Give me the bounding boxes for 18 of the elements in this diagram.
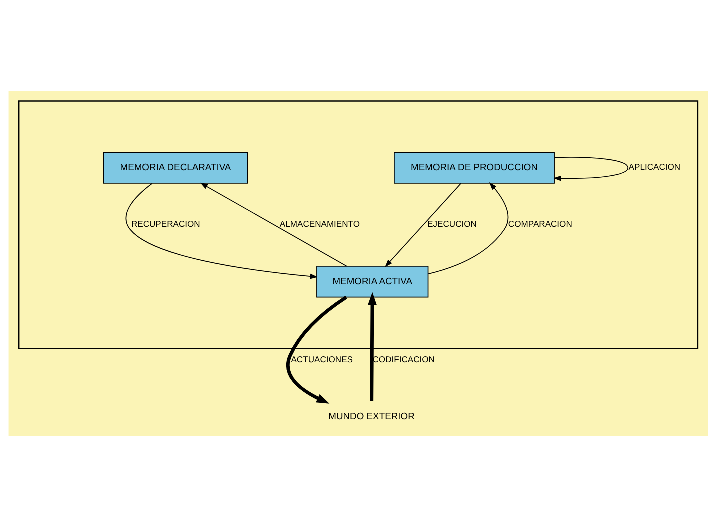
- arrow: [286, 296, 348, 404]
- cluster: [18, 100, 699, 350]
- edge-label: APLICACION: [628, 162, 681, 172]
- node-box: MEMORIA ACTIVA: [316, 266, 429, 298]
- arrow: [553, 157, 629, 182]
- node-box: MEMORIA DECLARATIVA: [103, 152, 248, 184]
- edge-label: EJECUCION: [428, 219, 477, 230]
- arrow: [368, 292, 377, 402]
- arrow: [385, 183, 462, 268]
- arrow: [428, 182, 509, 274]
- node-box: MEMORIA DE PRODUCCION: [394, 152, 555, 184]
- edge-label: ACTUACIONES: [291, 354, 353, 364]
- edge-label: ALMACENAMIENTO: [280, 219, 360, 230]
- node-text: MUNDO EXTERIOR: [328, 410, 415, 422]
- edge-label: COMPARACION: [508, 219, 572, 230]
- arrow: [126, 183, 318, 280]
- arrow: [200, 182, 348, 267]
- edge-label: RECUPERACION: [131, 219, 200, 230]
